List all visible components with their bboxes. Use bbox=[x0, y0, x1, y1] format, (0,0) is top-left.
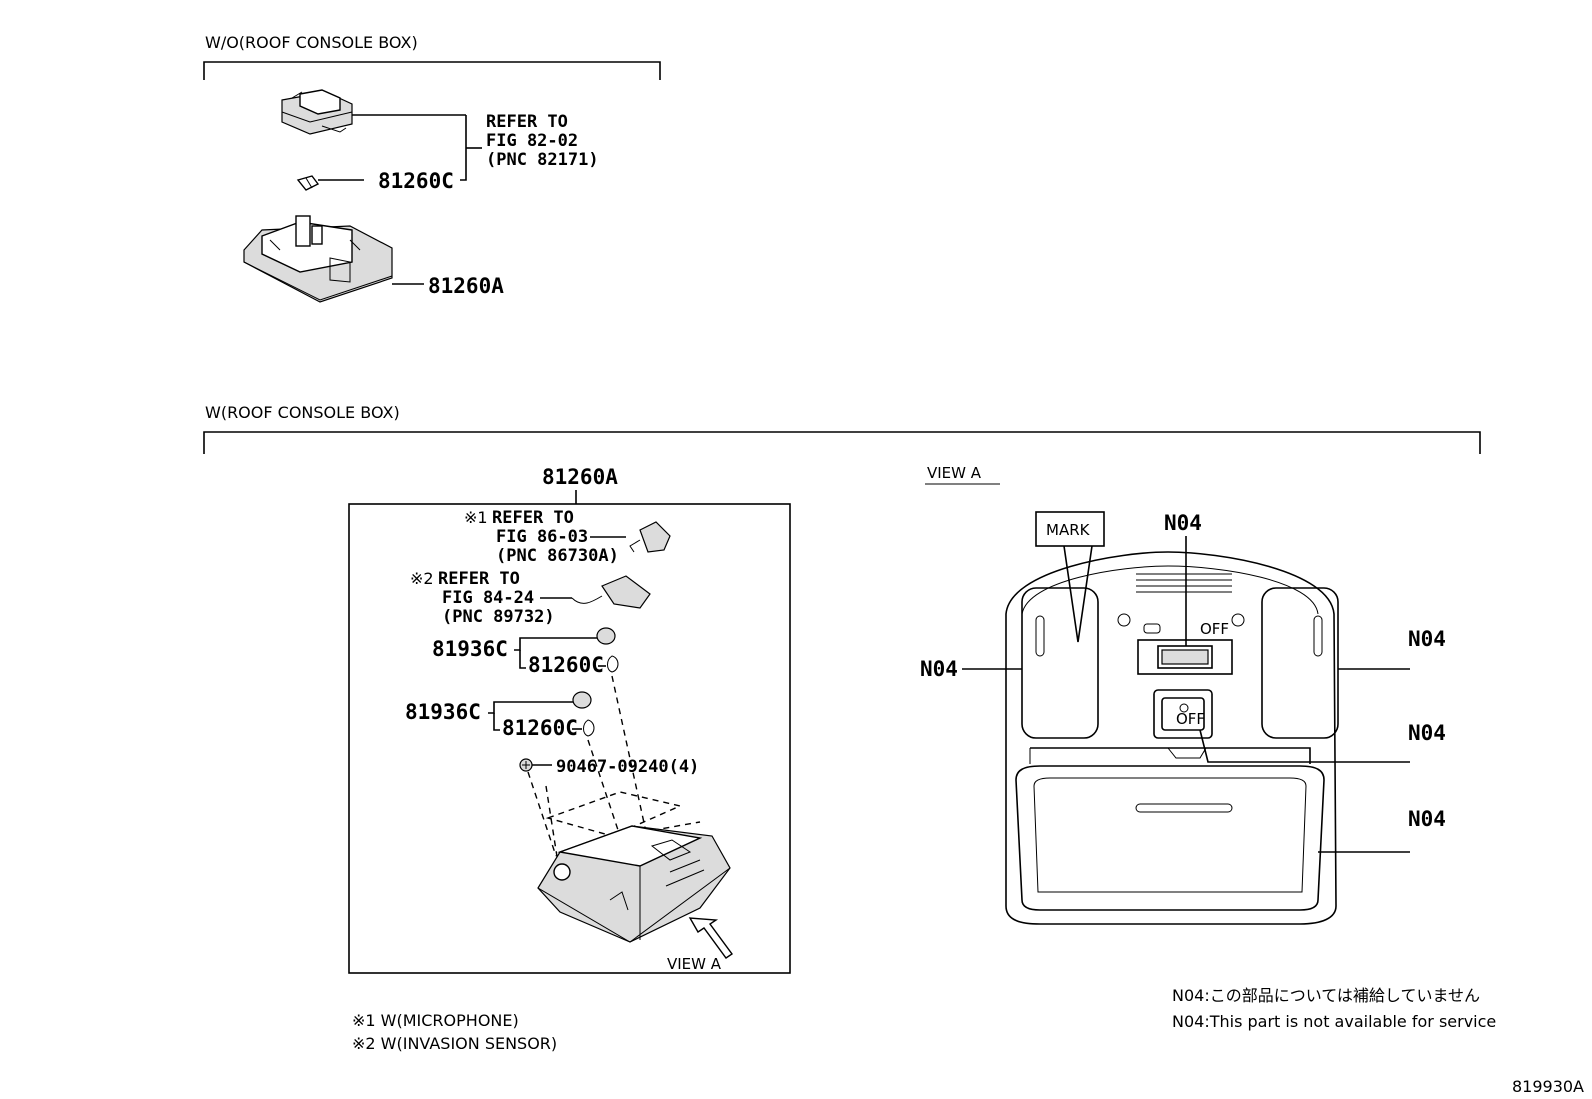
refer-line-1: REFER TO bbox=[486, 112, 568, 132]
button-off-label: OFF bbox=[1176, 710, 1205, 728]
switch-off-label: OFF bbox=[1200, 620, 1229, 638]
footnotes: ※1 W(MICROPHONE) ※2 W(INVASION SENSOR) bbox=[352, 1011, 557, 1053]
section-header-w: W(ROOF CONSOLE BOX) bbox=[205, 403, 400, 422]
leader-socket-b bbox=[488, 701, 576, 714]
availability-legend: N04:この部品については補給していません N04:This part is n… bbox=[1172, 986, 1496, 1031]
door-switch-icon bbox=[1143, 623, 1161, 634]
assembly-line-1 bbox=[611, 675, 647, 833]
section-bracket-wo bbox=[203, 61, 661, 80]
mark-label: MARK bbox=[1046, 521, 1091, 539]
auto-button-icon bbox=[1179, 703, 1189, 713]
view-a-arrow bbox=[688, 917, 733, 959]
assembly-frame bbox=[348, 503, 791, 974]
socket-b-illustration bbox=[572, 691, 595, 737]
right-lamp-slot bbox=[1313, 615, 1323, 657]
assembly-line-4 bbox=[545, 785, 561, 877]
ref1-mark: ※1 bbox=[464, 508, 488, 527]
speaker-grille bbox=[1136, 573, 1232, 593]
part-number-81260a-assembly: 81260A bbox=[542, 465, 618, 489]
map-lamp-illustration bbox=[243, 215, 393, 303]
console-box-lid bbox=[1015, 765, 1325, 911]
view-a-title: VIEW A bbox=[927, 464, 982, 482]
screw-illustration bbox=[519, 758, 533, 772]
section-with-console: W(ROOF CONSOLE BOX) 81260A ※1 REFER TO F… bbox=[203, 403, 1481, 974]
mark-box bbox=[1035, 511, 1105, 547]
lid-handle bbox=[1135, 803, 1233, 813]
part-number-81936c-b: 81936C bbox=[405, 700, 481, 724]
section-bracket-w bbox=[203, 431, 1481, 454]
invasion-sensor-illustration bbox=[571, 575, 651, 609]
switch-rocker bbox=[1157, 645, 1213, 669]
footnote-2: ※2 W(INVASION SENSOR) bbox=[352, 1034, 557, 1053]
left-lamp-slot bbox=[1035, 615, 1045, 657]
view-a-arrow-label: VIEW A bbox=[667, 955, 722, 973]
left-indicator bbox=[1117, 613, 1131, 627]
ref2-line-2: FIG 84-24 bbox=[442, 588, 534, 608]
part-number-81260c: 81260C bbox=[378, 169, 454, 193]
leader-socket-a bbox=[514, 637, 598, 651]
assembly-line-3 bbox=[527, 771, 557, 857]
console-housing-illustration bbox=[537, 825, 731, 943]
part-number-81260c-b: 81260C bbox=[502, 716, 578, 740]
footnote-1: ※1 W(MICROPHONE) bbox=[352, 1011, 519, 1030]
left-lamp-lens bbox=[1021, 587, 1099, 739]
right-lamp-lens bbox=[1261, 587, 1339, 739]
refer-line-2: FIG 82-02 bbox=[486, 131, 578, 151]
part-number-81260a-top: 81260A bbox=[428, 274, 504, 298]
ref2-mark: ※2 bbox=[410, 569, 434, 588]
auto-button-housing bbox=[1153, 689, 1213, 739]
part-number-81260c-a: 81260C bbox=[528, 653, 604, 677]
microphone-illustration bbox=[629, 521, 671, 553]
lamp-unit-illustration bbox=[281, 89, 353, 135]
leader-bulb-a-bracket bbox=[519, 650, 526, 669]
console-inner-edge bbox=[1021, 565, 1319, 615]
section-header-wo: W/O(ROOF CONSOLE BOX) bbox=[205, 33, 418, 52]
part-number-screw: 90467-09240(4) bbox=[556, 757, 699, 777]
n04-left-label: N04 bbox=[920, 657, 958, 681]
leader-n04-right-2 bbox=[1199, 729, 1410, 763]
switch-rocker-face bbox=[1161, 649, 1209, 665]
switch-panel bbox=[1137, 639, 1233, 675]
ref2-line-1: REFER TO bbox=[438, 569, 520, 589]
console-outline bbox=[1005, 551, 1337, 925]
leader-bulb-b-bracket bbox=[493, 713, 500, 731]
legend-japanese: N04:この部品については補給していません bbox=[1172, 986, 1480, 1005]
ref1-line-3: (PNC 86730A) bbox=[496, 546, 619, 566]
console-box-lid-inner bbox=[1033, 777, 1307, 893]
bracket-refer bbox=[460, 115, 467, 181]
section-without-console: W/O(ROOF CONSOLE BOX) 81260C REFER TO FI… bbox=[203, 33, 661, 303]
n04-right-label-3: N04 bbox=[1408, 807, 1446, 831]
part-number-81936c-a: 81936C bbox=[432, 637, 508, 661]
assembly-outline bbox=[545, 791, 683, 837]
n04-right-label-2: N04 bbox=[1408, 721, 1446, 745]
n04-top-label: N04 bbox=[1164, 511, 1202, 535]
lid-latch bbox=[1167, 747, 1207, 759]
figure-id: 819930A bbox=[1512, 1077, 1584, 1096]
mark-pointer bbox=[1063, 545, 1093, 643]
socket-a-illustration bbox=[596, 627, 619, 673]
assembly-line-2 bbox=[587, 739, 621, 837]
auto-button bbox=[1161, 697, 1205, 731]
refer-line-3: (PNC 82171) bbox=[486, 150, 599, 170]
ref2-line-3: (PNC 89732) bbox=[442, 607, 555, 627]
bulb-illustration bbox=[296, 175, 320, 191]
legend-english: N04:This part is not available for servi… bbox=[1172, 1012, 1496, 1031]
ref1-line-2: FIG 86-03 bbox=[496, 527, 588, 547]
lid-hinge bbox=[1030, 747, 1311, 764]
n04-right-label-1: N04 bbox=[1408, 627, 1446, 651]
view-a-section: VIEW A OFF OFF bbox=[920, 464, 1446, 925]
ref1-line-1: REFER TO bbox=[492, 508, 574, 528]
right-indicator bbox=[1231, 613, 1245, 627]
